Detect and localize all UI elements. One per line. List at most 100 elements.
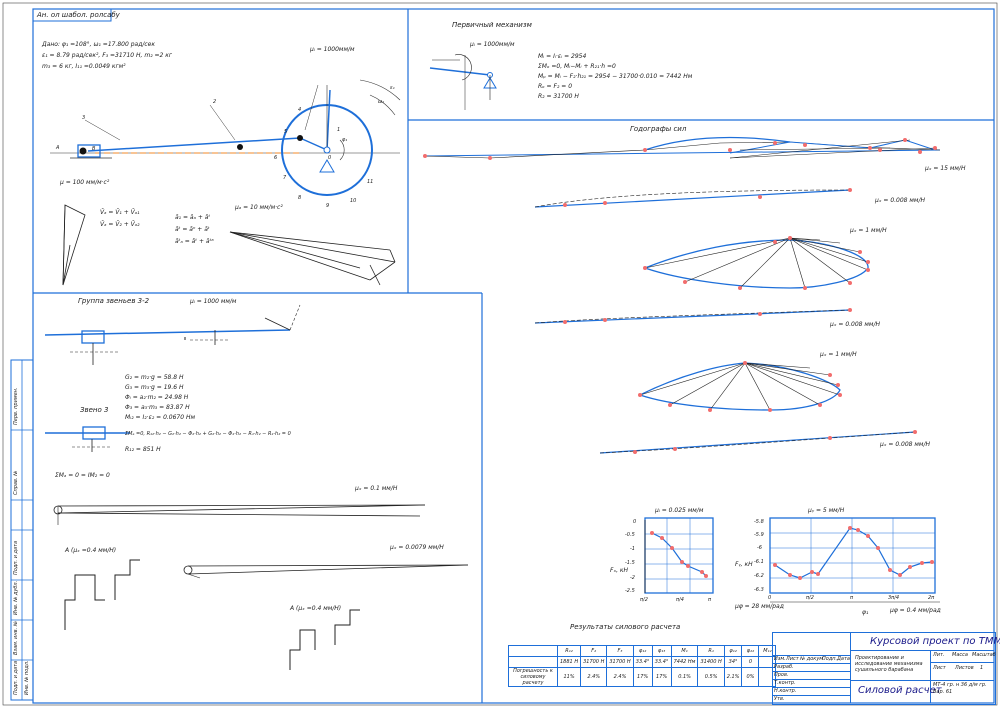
graph1-xtick-0: π/2	[640, 597, 648, 603]
stamp-sign: Подп.	[822, 656, 838, 662]
mechanism-diagram	[50, 79, 401, 196]
table-cell: 33.4°	[632, 656, 653, 668]
stamp-code: МТ-4 гр. н 36 д/м гр. Вар. 61	[933, 682, 987, 695]
table-cell: 31400 Н	[697, 656, 725, 668]
point-11: 11	[367, 179, 374, 185]
stamp-check: Пров.	[774, 672, 789, 678]
point-a: A	[56, 145, 60, 151]
stamp-tcontr: Т.контр.	[774, 680, 796, 686]
graph1-ytick-3: -1.5	[625, 560, 635, 566]
mini-scale-1: A (μₓ =0.4 мм/Н)	[65, 547, 117, 554]
primary-eq-5: R₂ = 31700 Н	[538, 93, 579, 100]
stamp-dev: Разраб.	[774, 664, 794, 670]
table-cell: Погрешность к силовому расчету	[508, 667, 558, 687]
stamp-desc: Проектирование и исследование механизма …	[855, 655, 923, 673]
point-4: 4	[298, 107, 302, 113]
given-line-1: Дано: φ₁ =108°, ω₁ =17.800 рад/сек	[42, 41, 155, 48]
stamp-list: Лист	[786, 656, 799, 662]
table-cell: 2.4%	[606, 667, 634, 687]
force-plan-1	[53, 504, 426, 525]
table-cell: R₁	[697, 645, 725, 657]
graph1-ytick-4: -2	[630, 575, 635, 581]
table-cell: φ₂₂	[741, 645, 760, 657]
plan-scale-1: μₓ = 0.1 мм/Н	[355, 485, 398, 492]
hodograph-3	[643, 236, 870, 290]
phi-label: φ₁	[342, 137, 348, 143]
table-cell: M₁	[670, 645, 699, 657]
graph1-ytick-0: 0	[633, 519, 637, 525]
table-cell: 2.1%	[723, 667, 743, 687]
point-9: 9	[326, 203, 330, 209]
table-cell: 7442 Нм	[670, 656, 699, 668]
table-cell: 0%	[741, 667, 760, 687]
hodograph-scale-3: μₓ = 1 мм/Н	[850, 227, 887, 234]
stamp-scale: Масштаб	[972, 652, 996, 658]
stamp-sheet-num: 1	[980, 665, 984, 671]
primary-eq-1: Mᵢ = Iᵢ·εᵢ = 2954	[538, 53, 587, 60]
hodograph-2	[534, 188, 852, 208]
graph1-ytick-2: -1	[630, 546, 635, 552]
graph2-ytick-5: -6.3	[754, 587, 764, 593]
point-5: 5	[284, 129, 288, 135]
point-0: 0	[328, 155, 332, 161]
stamp-subtitle: Силовой расчет	[858, 685, 942, 696]
table-cell: F₃	[606, 645, 634, 657]
table-cell: φ₁₂	[723, 645, 743, 657]
header-tag-box	[32, 8, 112, 22]
graph2-xtick-1: π/2	[806, 595, 814, 601]
header-tag: Ан. ол шабол. ролсабу	[37, 11, 120, 19]
graph2-xtick-4: 2π	[928, 595, 935, 601]
graph1-ylabel: Fₓ, кН	[610, 567, 629, 574]
table-cell: 0.1%	[670, 667, 699, 687]
graph2-ytick-2: -6	[757, 545, 762, 551]
vec-eq-2: V̄ₐ = V̄₂ + V̄ₐ₂	[100, 221, 140, 228]
group-scale: μₗ = 1000 мм/м	[190, 298, 237, 305]
table-cell: 11%	[556, 667, 582, 687]
mini-scale-2: A (μₓ =0.4 мм/Н)	[290, 605, 342, 612]
mini-polygon-1	[64, 559, 140, 630]
graph2-ylabel: Fᵧ, кН	[735, 561, 753, 568]
graph1-xtick-2: π	[708, 597, 712, 603]
r12-result: R₁₂ = 851 Н	[125, 446, 161, 453]
stamp-sheets: Листов	[955, 665, 974, 671]
table-cell: 17%	[651, 667, 672, 687]
table-cell	[508, 656, 558, 668]
plan-scale-2: μₓ = 0.0079 мм/Н	[390, 544, 444, 551]
table-cell: 2.4%	[580, 667, 608, 687]
stamp-mass: Масса	[952, 652, 968, 658]
hodograph-scale-1: μₓ = 15 мм/Н	[925, 165, 966, 172]
acc-eq-2: āᵗ = āⁿ + āᵗ	[175, 226, 210, 233]
mini-polygon-2	[289, 609, 360, 670]
graph2-ytick-3: -6.1	[754, 559, 764, 565]
link3-title: Звено 3	[80, 406, 109, 414]
scale-mech: μₗ = 1000мм/м	[310, 46, 355, 53]
omega-label: ω₁	[378, 99, 385, 105]
given-line-2: ε₁ = 8.79 рад/сек², F₃ =31710 Н, m₂ =2 к…	[42, 52, 173, 59]
table-cell: 17%	[632, 667, 653, 687]
graph1-xtick-1: π/4	[676, 597, 684, 603]
group-eq-3: Φᵢ = a₂·m₂ = 24.98 Н	[125, 394, 189, 401]
graph1-ytick-5: -2.5	[625, 588, 635, 594]
epsilon-label: ε₁	[390, 85, 395, 91]
stamp-lit: Лит.	[933, 652, 945, 658]
point-b: B	[92, 146, 96, 152]
primary-scale: μₗ = 1000мм/м	[470, 41, 515, 48]
point-10: 10	[350, 198, 357, 204]
title-block	[772, 632, 996, 705]
group-eq-2: G₃ = m₃·g = 19.6 Н	[125, 384, 184, 391]
hodograph-scale-2: μₓ = 0.008 мм/Н	[875, 197, 925, 204]
table-row: Погрешность к силовому расчету 11% 2.4% …	[508, 667, 777, 687]
point-1: 1	[337, 127, 341, 133]
table-row: 1881 Н 31700 Н 31700 Н 33.4° 33.4° 7442 …	[508, 656, 777, 668]
table-cell	[508, 645, 558, 657]
sum-eq: ΣMₐ = 0 = ΙM₂ = 0	[55, 472, 110, 479]
hodograph-6	[599, 430, 917, 454]
graph1-scale: μₗ = 0.025 мм/м	[655, 507, 704, 514]
point-8: 8	[298, 195, 302, 201]
acceleration-polygon	[229, 231, 396, 286]
vec-eq-1: V̄ₐ = V̄₁ + V̄ₐ₁	[100, 209, 140, 216]
results-title: Результаты силового расчета	[570, 623, 681, 631]
scale-velocity: μₐ = 10 мм/м·с²	[235, 204, 283, 211]
